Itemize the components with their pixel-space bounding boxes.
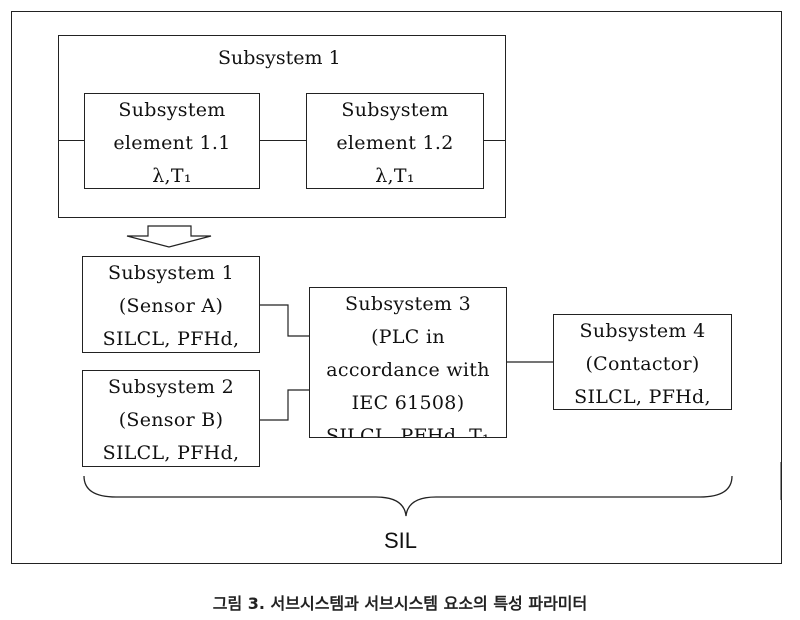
sub2-line2: (Sensor B)	[118, 409, 224, 431]
connector-1-1-to-1-2	[260, 140, 306, 141]
element-1-2-line2: element 1.2	[336, 132, 454, 154]
sub4-line2: (Contactor)	[585, 353, 700, 375]
subsystem-1-group-title: Subsystem 1	[218, 47, 341, 69]
sub4-line3: SILCL, PFHd,	[574, 386, 711, 408]
sub1-line1: Subsystem 1	[108, 262, 234, 284]
sub4-line1: Subsystem 4	[579, 320, 706, 342]
subsystem-3-plc: Subsystem 3 (PLC in accordance with IEC …	[309, 287, 507, 438]
subsystem-2-sensor-b: Subsystem 2 (Sensor B) SILCL, PFHd,	[82, 370, 260, 467]
subsystem-element-1-2: Subsystem element 1.2 λ,T₁	[306, 93, 484, 189]
connector-group-left	[58, 140, 84, 141]
element-1-1-line3: λ,T₁	[152, 165, 192, 187]
subsystem-4-contactor: Subsystem 4 (Contactor) SILCL, PFHd,	[553, 314, 732, 410]
subsystem-1-sensor-a: Subsystem 1 (Sensor A) SILCL, PFHd,	[82, 256, 260, 353]
sub3-line1: Subsystem 3	[345, 293, 471, 315]
sub3-line4: IEC 61508)	[351, 392, 465, 414]
down-arrow-icon	[126, 225, 212, 248]
element-1-2-line1: Subsystem	[341, 99, 449, 121]
sil-label: SIL	[384, 528, 418, 553]
sub2-line3: SILCL, PFHd,	[102, 442, 240, 464]
sub2-line1: Subsystem 2	[108, 376, 234, 398]
figure-caption: 그림 3. 서브시스템과 서브시스템 요소의 특성 파라미터	[212, 594, 588, 613]
sub3-line5: SILCL, PFHd, T₁	[326, 425, 490, 438]
connector-sensor-b-to-plc	[260, 389, 309, 421]
element-1-1-line1: Subsystem	[118, 99, 226, 121]
connector-sensor-a-to-plc	[260, 304, 309, 337]
diagram-frame	[11, 11, 782, 564]
sub3-line3: accordance with	[326, 359, 490, 381]
element-1-1-line2: element 1.1	[113, 132, 231, 154]
sub1-line2: (Sensor A)	[118, 295, 224, 317]
sub1-line3: SILCL, PFHd,	[102, 328, 240, 350]
sub3-line2: (PLC in	[371, 326, 445, 348]
element-1-2-line3: λ,T₁	[375, 165, 415, 187]
sil-brace	[83, 475, 733, 517]
connector-group-right	[484, 140, 506, 141]
subsystem-element-1-1: Subsystem element 1.1 λ,T₁	[84, 93, 260, 189]
